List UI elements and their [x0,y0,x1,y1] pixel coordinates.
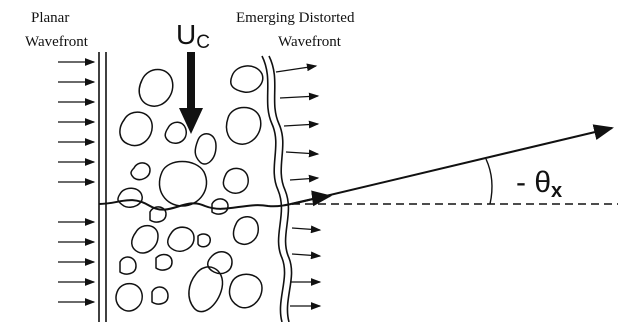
angle-label: - θx [516,166,562,202]
planar-label-line2: Wavefront [25,34,89,50]
velocity-main: U [176,19,196,50]
angle-arc [486,159,492,204]
emerging-label-line1: Emerging Distorted [236,10,355,26]
velocity-sub: C [196,32,210,53]
distorted-wavefront [262,56,292,322]
planar-label-line1: Planar [31,10,69,26]
deflected-ray [292,128,612,204]
incoming-arrows [58,62,94,302]
planar-wavefront [99,52,106,322]
velocity-label: UC [176,19,210,53]
emerging-label-line2: Wavefront [278,34,342,50]
velocity-arrow [179,52,203,134]
emerging-arrows [276,66,320,306]
angle-sub: x [551,180,562,202]
angle-main: - θ [516,166,551,199]
